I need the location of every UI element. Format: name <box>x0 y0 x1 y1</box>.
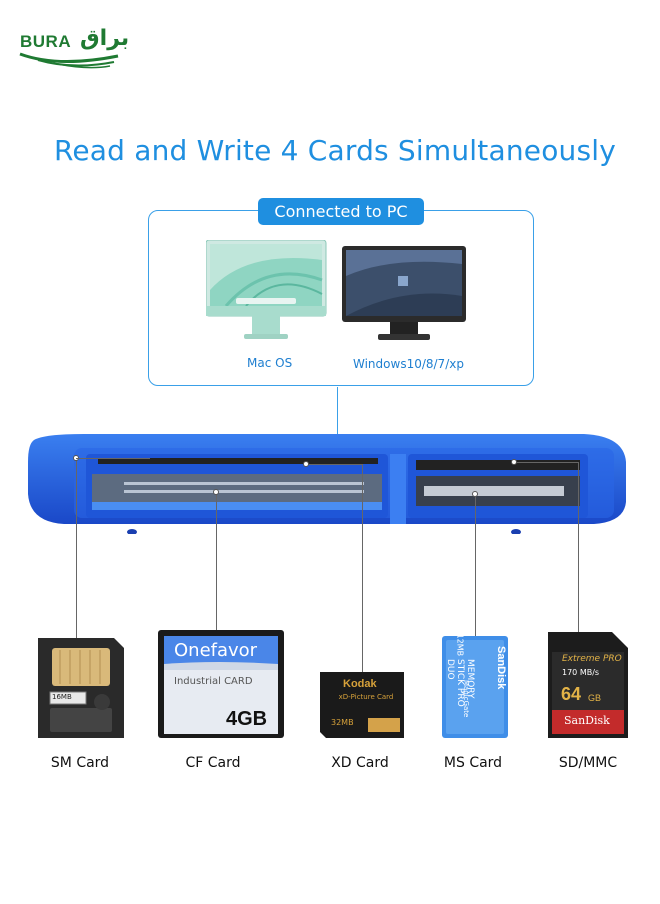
xd-connector-horizontal <box>306 464 362 465</box>
xd-card-image <box>320 672 404 738</box>
sd-connector-horizontal <box>514 462 578 463</box>
ms-connector-line <box>475 494 476 638</box>
cf-connector-line <box>216 492 217 630</box>
connected-badge: Connected to PC <box>258 198 424 225</box>
sd-card-speed: 170 MB/s <box>562 668 600 677</box>
card-label-ms: MS Card <box>443 755 503 771</box>
brand-swoosh-icon <box>19 52 119 69</box>
sd-card-capacity: 64 <box>561 684 582 704</box>
ms-card-image <box>442 636 508 738</box>
xd-slot-dot <box>303 461 309 467</box>
brand-logo: BURA براق <box>18 26 129 72</box>
sd-card-image <box>548 632 628 738</box>
imac-icon <box>206 240 327 339</box>
sd-card-type: Extreme PRO <box>562 654 622 664</box>
xd-card-type: xD-Picture Card <box>338 693 394 701</box>
card-label-xd: XD Card <box>331 755 389 771</box>
headline: Read and Write 4 Cards Simultaneously <box>53 134 617 167</box>
brand-name-arabic: براق <box>80 26 130 51</box>
brand-name-latin: BURA <box>20 32 72 51</box>
mac-os-label: Mac OS <box>247 356 293 370</box>
cf-slot-dot <box>213 489 219 495</box>
windows-pc-icon <box>342 246 466 340</box>
sd-slot-dot <box>511 459 517 465</box>
cf-card-image <box>158 630 284 738</box>
ms-card-sub: MagicGate <box>462 680 470 718</box>
cf-card-capacity: 4GB <box>226 708 268 730</box>
ms-slot-dot <box>472 491 478 497</box>
card-label-sm: SM Card <box>50 755 110 771</box>
sd-card-brand: SanDisk <box>564 714 610 727</box>
sm-connector-horizontal <box>76 458 150 459</box>
card-reader-device <box>28 434 626 534</box>
card-label-cf: CF Card <box>185 755 241 771</box>
xd-card-brand: Kodak <box>343 678 377 690</box>
sm-card-capacity: 16MB <box>52 693 72 701</box>
xd-connector-line <box>362 464 363 672</box>
cf-card-brand: Onefavor <box>174 640 258 661</box>
windows-label: Windows10/8/7/xp <box>353 357 464 371</box>
sm-card-image <box>38 638 124 738</box>
xd-card-capacity: 32MB <box>331 718 354 727</box>
sd-connector-line <box>578 462 579 632</box>
card-label-sd: SD/MMC <box>558 755 618 771</box>
ms-card-brand: SanDisk <box>495 646 507 690</box>
sm-connector-line <box>76 458 77 638</box>
sd-card-unit: GB <box>588 693 602 703</box>
cf-card-type: Industrial CARD <box>174 676 253 687</box>
connection-line <box>337 387 338 435</box>
